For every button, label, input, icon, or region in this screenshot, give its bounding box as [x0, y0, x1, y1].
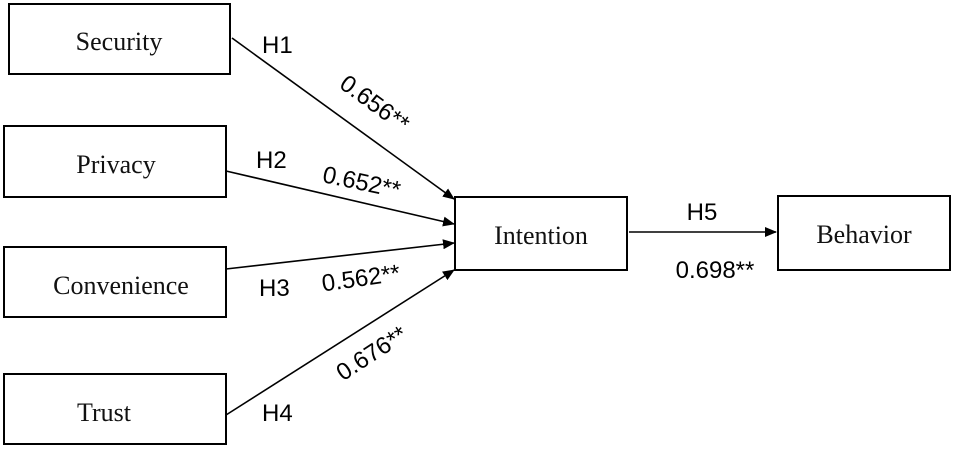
privacy-node: Privacy: [3, 125, 227, 198]
intention-label: Intention: [494, 221, 588, 250]
security-node: Security: [8, 3, 231, 75]
intention-node: Intention: [454, 196, 628, 271]
behavior-label: Behavior: [816, 220, 912, 249]
convenience-label: Convenience: [53, 271, 189, 300]
h3-label: H3: [259, 275, 290, 302]
arrow-h4: [225, 269, 455, 416]
trust-label: Trust: [77, 398, 132, 427]
arrow-h3: [225, 239, 455, 270]
h5-label: H5: [687, 199, 718, 226]
h4-coefficient: 0.676**: [332, 321, 413, 387]
behavior-node: Behavior: [777, 195, 951, 271]
convenience-node: Convenience: [3, 246, 227, 318]
trust-node: Trust: [3, 373, 227, 445]
arrow-h1: [231, 37, 455, 200]
h3-coefficient: 0.562**: [320, 260, 402, 298]
h4-label: H4: [262, 400, 293, 427]
arrow-h2: [225, 170, 455, 227]
h2-coefficient: 0.652**: [320, 161, 403, 204]
h2-label: H2: [256, 147, 287, 174]
h1-coefficient: 0.656**: [335, 70, 415, 138]
h1-label: H1: [262, 32, 293, 59]
h5-coefficient: 0.698**: [676, 257, 755, 284]
privacy-label: Privacy: [76, 150, 155, 179]
security-label: Security: [76, 27, 163, 56]
